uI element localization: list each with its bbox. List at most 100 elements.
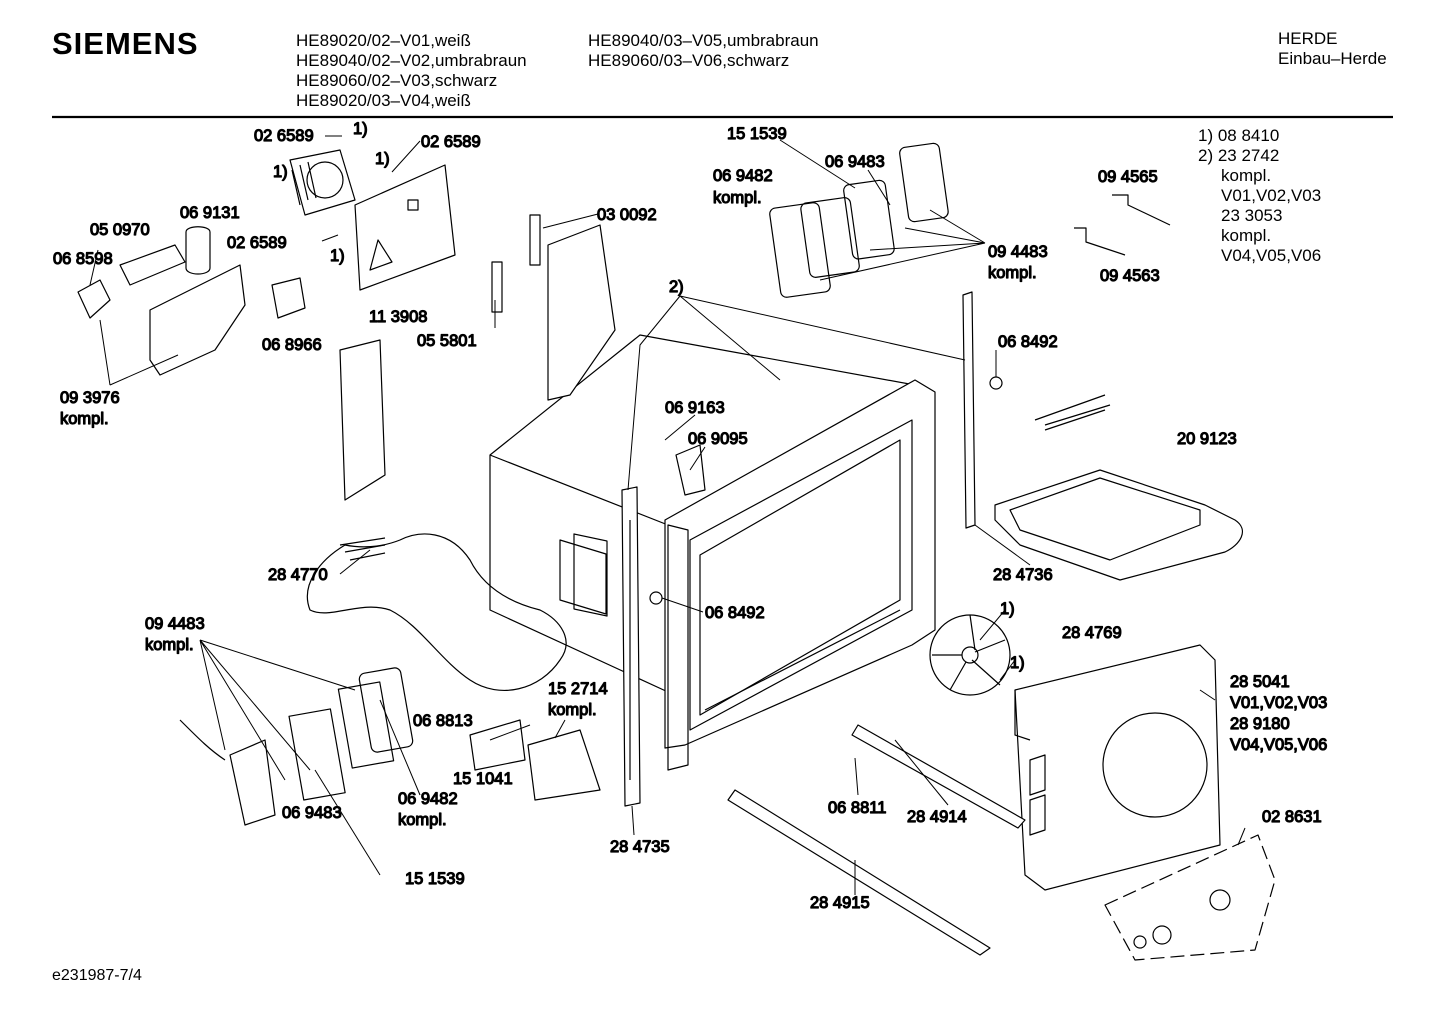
part-number-label: 02 6589: [254, 127, 314, 145]
element-terminal-ring: [339, 537, 386, 561]
part-number-label: 02 6589: [421, 133, 481, 151]
footnote-list: 1) 08 8410 2) 23 2742 kompl. V01,V02,V03…: [1198, 126, 1321, 266]
transformer: [271, 277, 306, 319]
part-number-label: 15 2714: [548, 680, 608, 698]
part-number-label: 06 9131: [180, 204, 240, 222]
front-frame: [664, 379, 936, 771]
part-number-label: 15 1539: [727, 125, 787, 143]
footnote-line: 1) 08 8410: [1198, 126, 1280, 145]
model-line: HE89020/03–V04,weiß: [296, 91, 471, 110]
brand-logo: SIEMENS: [52, 26, 199, 61]
kompl-label: kompl.: [145, 636, 194, 654]
side-rail-right: [962, 291, 976, 529]
document-reference: e231987-7/4: [52, 967, 142, 984]
part-number-label: 02 6589: [227, 234, 287, 252]
part-number-label: 28 4914: [907, 808, 967, 826]
footnote-marker: 1): [375, 150, 390, 168]
part-number-label: 03 0092: [597, 206, 657, 224]
part-number-label: 06 9483: [282, 804, 342, 822]
part-number-label: 05 5801: [417, 332, 477, 350]
part-number-label: 09 4483: [145, 615, 205, 633]
tube-parts: [491, 214, 541, 313]
part-number-label: 28 4735: [610, 838, 670, 856]
footnote-marker: 1): [273, 163, 288, 181]
part-number-label: 20 9123: [1177, 430, 1237, 448]
kompl-label: kompl.: [548, 701, 597, 719]
model-line: HE89060/03–V06,schwarz: [588, 51, 790, 70]
footnote-line: 2) 23 2742: [1198, 146, 1280, 165]
cavity-window: [573, 533, 608, 617]
terminal-block: [119, 244, 186, 286]
part-number-label: 09 3976: [60, 389, 120, 407]
footnote-marker: 1): [1010, 654, 1025, 672]
part-number-label: 06 9482: [713, 167, 773, 185]
model-line: HE89040/03–V05,umbrabraun: [588, 31, 819, 50]
category-line: HERDE: [1278, 29, 1338, 48]
part-number-label: 09 4563: [1100, 267, 1160, 285]
part-number-label: 28 4770: [268, 566, 328, 584]
part-number-label: 06 8492: [705, 604, 765, 622]
part-number-label: 06 8966: [262, 336, 322, 354]
bracket-plate: [149, 264, 246, 376]
kompl-label: kompl.: [988, 264, 1037, 282]
part-number-label: 28 5041: [1230, 673, 1290, 691]
footnote-line: V04,V05,V06: [1221, 246, 1322, 265]
model-line: HE89020/02–V01,weiß: [296, 31, 471, 50]
footnote-line: kompl.: [1221, 166, 1272, 185]
capacitor: [185, 226, 211, 275]
insulation-panel: [339, 339, 386, 501]
variant-label: V04,V05,V06: [1230, 736, 1327, 754]
footnote-line: 23 3053: [1221, 206, 1283, 225]
part-number-label: 06 9483: [825, 153, 885, 171]
model-list-left: HE89020/02–V01,weiß HE89040/02–V02,umbra…: [296, 31, 527, 111]
bushing: [989, 376, 1003, 390]
fan-cover: [1014, 644, 1221, 891]
part-number-label: 28 4736: [993, 566, 1053, 584]
ring-heating-element: [306, 533, 567, 691]
door-switch: [469, 719, 526, 771]
part-number-label: 11 3908: [369, 308, 427, 326]
switch-component: [77, 279, 111, 319]
part-number-label: 02 8631: [1262, 808, 1322, 826]
part-number-label: 28 4915: [810, 894, 870, 912]
part-number-label: 06 9163: [665, 399, 725, 417]
oven-lamp: [179, 719, 276, 826]
footnote-marker: 1): [330, 247, 345, 265]
model-line: HE89060/02–V03,schwarz: [296, 71, 498, 90]
part-number-label: 28 4769: [1062, 624, 1122, 642]
footnote-marker: 1): [1000, 600, 1015, 618]
model-line: HE89040/02–V02,umbrabraun: [296, 51, 527, 70]
sensor-probes: [1074, 194, 1171, 256]
knob-assembly: [1104, 834, 1276, 961]
part-number-label: 06 8811: [828, 799, 886, 817]
part-number-label: 15 1041: [453, 770, 513, 788]
lamp-seal-ring: [288, 667, 414, 801]
part-number-label: 05 0970: [90, 221, 150, 239]
part-number-label: 06 9482: [398, 790, 458, 808]
footnote-line: V01,V02,V03: [1221, 186, 1322, 205]
side-plate: [547, 224, 616, 401]
part-number-label: 09 4483: [988, 243, 1048, 261]
footnote-marker: 1): [353, 120, 368, 138]
kompl-label: kompl.: [398, 811, 447, 829]
kompl-label: kompl.: [713, 189, 762, 207]
top-heating-element: [994, 469, 1243, 581]
leader-lines: [89, 135, 1246, 895]
footnote-line: kompl.: [1221, 226, 1272, 245]
motor-assembly: [289, 149, 356, 216]
part-number-label: 28 9180: [1230, 715, 1290, 733]
part-number-label: 09 4565: [1098, 168, 1158, 186]
door-seal-parts: [769, 142, 949, 298]
part-number-label: 06 9095: [688, 430, 748, 448]
category-line: Einbau–Herde: [1278, 49, 1387, 68]
part-number-label: 06 8492: [998, 333, 1058, 351]
lock-mechanism: [527, 729, 601, 801]
model-list-right: HE89040/03–V05,umbrabraun HE89060/03–V06…: [588, 31, 819, 71]
variant-label: V01,V02,V03: [1230, 694, 1327, 712]
appliance-category: HERDE Einbau–Herde: [1278, 29, 1387, 69]
footnote-marker: 2): [669, 278, 684, 296]
slide-rail-upper: [851, 724, 1026, 829]
part-number-label: 06 8813: [413, 712, 473, 730]
control-mounting-plate: [354, 164, 456, 291]
